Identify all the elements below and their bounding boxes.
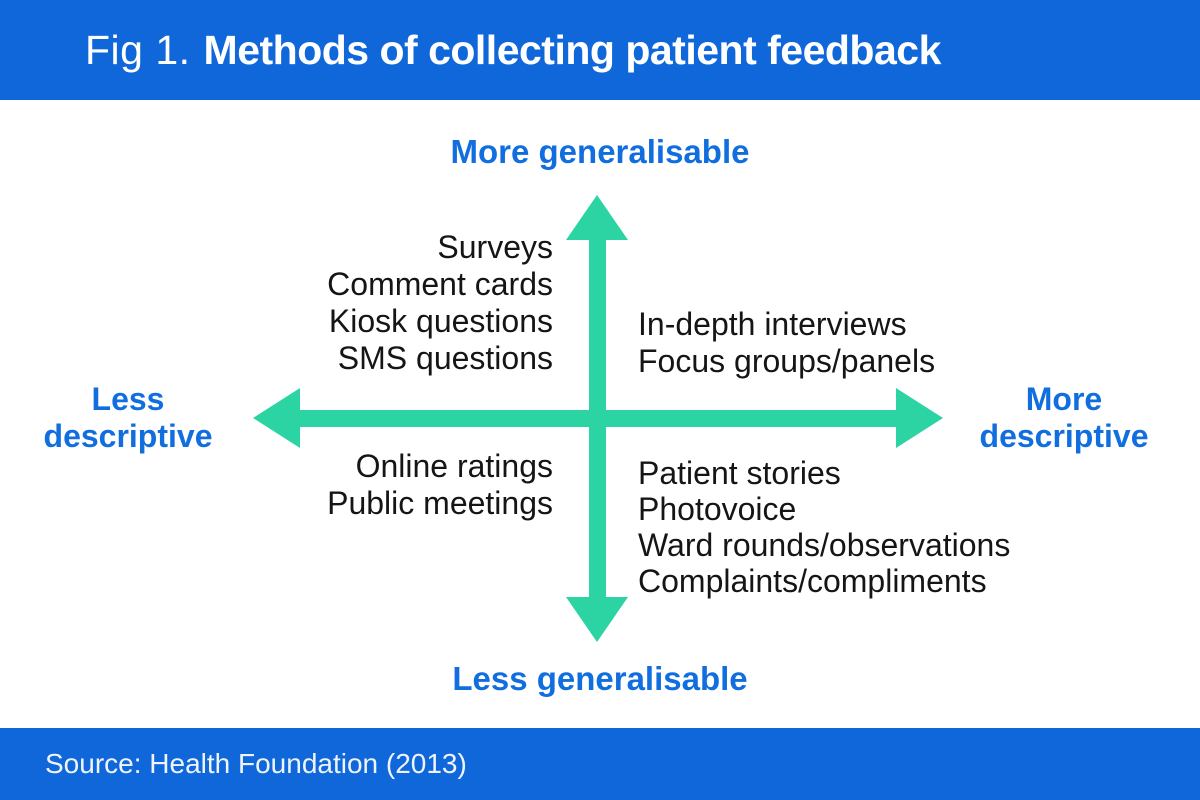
list-item: Public meetings [327,485,553,521]
axis-label-more-descriptive-line1: More [1025,381,1103,417]
arrow-up-icon [566,195,628,240]
list-item: Complaints/compliments [638,563,987,599]
list-item: SMS questions [337,340,553,376]
quadrant-top-left-list: Surveys Comment cards Kiosk questions SM… [327,229,553,377]
figure-number: Fig 1. [85,26,191,73]
list-item: Photovoice [638,491,797,527]
source-text: Source: Health Foundation (2013) [45,748,467,779]
arrow-left-icon [253,388,300,448]
quadrant-bottom-right-list: Patient stories Photovoice Ward rounds/o… [638,455,1010,599]
figure-title: Methods of collecting patient feedback [203,26,942,73]
axis-label-less-generalisable: Less generalisable [452,660,748,697]
axis-label-more-descriptive-line2: descriptive [979,418,1149,454]
list-item: Online ratings [355,448,553,484]
list-item: Focus groups/panels [638,343,936,379]
figure-header: Fig 1. Methods of collecting patient fee… [0,0,1200,100]
axis-label-less-descriptive-line1: Less [91,381,165,417]
arrow-right-icon [896,388,943,448]
list-item: Kiosk questions [328,303,553,339]
list-item: Ward rounds/observations [638,527,1011,563]
axis-label-more-descriptive: More descriptive [960,381,1168,455]
horizontal-axis-shaft [296,410,898,427]
list-item: Patient stories [638,455,841,491]
list-item: Surveys [437,229,553,265]
arrow-down-icon [566,597,628,642]
figure-footer: Source: Health Foundation (2013) [0,728,1200,800]
axis-label-less-descriptive-line2: descriptive [43,418,213,454]
list-item: Comment cards [327,266,553,302]
list-item: In-depth interviews [638,306,907,342]
axis-label-less-descriptive: Less descriptive [20,381,236,455]
axis-label-more-generalisable: More generalisable [450,133,750,170]
quadrant-bottom-left-list: Online ratings Public meetings [327,448,553,522]
quadrant-top-right-list: In-depth interviews Focus groups/panels [638,306,935,380]
